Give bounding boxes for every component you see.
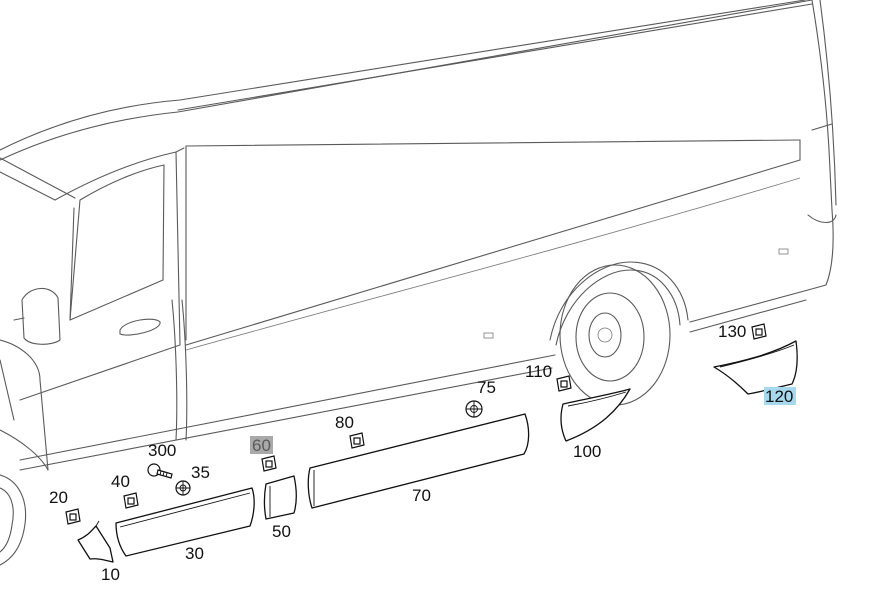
clip-40 — [123, 492, 139, 509]
part-30-trim-strip — [115, 487, 255, 557]
clip-80 — [349, 432, 365, 449]
clip-20 — [65, 508, 81, 525]
part-50-short-trim — [263, 475, 297, 520]
clip-60 — [261, 455, 277, 472]
part-100-arch-trim — [560, 388, 631, 442]
screw-300 — [147, 463, 173, 479]
highlight-box-120 — [764, 387, 796, 405]
highlight-box-60 — [250, 436, 273, 454]
label-70: 70 — [412, 486, 431, 505]
part-120-rear-trim — [713, 340, 798, 395]
clip-130 — [751, 323, 767, 340]
label-100: 100 — [573, 442, 601, 461]
part-70-long-trim — [307, 413, 530, 509]
label-60: 60 — [252, 436, 271, 455]
part-10-front-end-cap — [77, 520, 114, 563]
label-50: 50 — [272, 522, 291, 541]
fastener-75 — [465, 400, 483, 418]
label-110: 110 — [525, 362, 552, 381]
label-35: 35 — [191, 463, 210, 482]
label-75: 75 — [477, 378, 496, 397]
label-80: 80 — [335, 413, 354, 432]
label-10: 10 — [101, 565, 120, 584]
fastener-35 — [175, 480, 191, 496]
label-120: 120 — [765, 387, 793, 406]
label-30: 30 — [185, 544, 204, 563]
label-300: 300 — [148, 441, 176, 460]
van-outline — [0, 0, 837, 566]
clip-110 — [556, 375, 572, 392]
label-40: 40 — [111, 472, 130, 491]
label-20: 20 — [49, 488, 68, 507]
label-130: 130 — [718, 322, 746, 341]
